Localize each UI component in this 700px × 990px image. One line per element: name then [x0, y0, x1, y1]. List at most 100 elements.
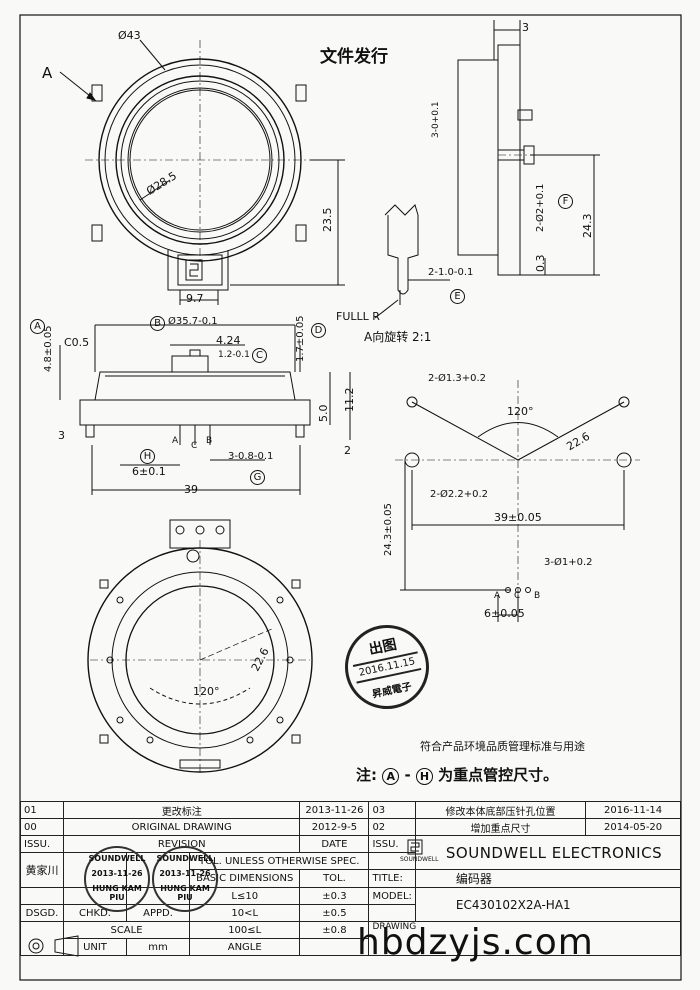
circled-h: H: [140, 449, 155, 464]
dim-39-005: 39±0.05: [494, 511, 542, 524]
unit-label: UNIT: [63, 938, 127, 956]
sig1-date: 2013-11-26: [91, 869, 143, 878]
dim-6-005: 6±0.05: [484, 607, 525, 620]
site-watermark: hbdzyjs.com: [357, 922, 594, 963]
dim-3-08: 3-0.8-0.1: [228, 451, 274, 462]
dim-3-top: 3: [522, 21, 529, 34]
dim-d43: Ø43: [118, 29, 141, 42]
sig2-date: 2013-11-26: [159, 869, 211, 878]
view-a-marker: A: [42, 64, 53, 82]
tol-header: TOL. UNLESS OTHERWISE SPEC.: [188, 852, 370, 870]
rev-02-date: 2014-05-20: [585, 818, 681, 836]
bottom-view: [87, 519, 313, 775]
circled-c: C: [252, 348, 267, 363]
sig1-bottom: HUNG KAM PIU: [92, 884, 142, 902]
dim-23-5: 23.5: [321, 207, 334, 233]
row2-dim: 10<L: [188, 904, 301, 922]
rev-02-desc: 增加重点尺寸: [414, 818, 587, 836]
angle-label: ANGLE: [188, 938, 301, 956]
signature-stamp-2: SOUNDWELL 2013-11-26 HUNG KAM PIU: [152, 846, 218, 912]
circled-d: D: [311, 323, 326, 338]
rev-00-date: 2012-9-5: [299, 818, 370, 836]
dim-2-13: 2-Ø1.3+0.2: [428, 373, 487, 384]
hole-pin-c: C: [514, 591, 521, 601]
scale-label: SCALE: [63, 921, 190, 939]
dim-6-01: 6±0.1: [132, 465, 166, 478]
rev-01-id: 01: [20, 801, 64, 819]
dim-11-2: 11.2: [343, 387, 356, 413]
pin-b: B: [206, 436, 213, 446]
key-note-dash: -: [404, 766, 411, 784]
dim-3-01: 3-0+0.1: [431, 101, 441, 138]
dim-2-02: 2-Ø2+0.1: [535, 183, 546, 233]
title-block: 01 更改标注 2013-11-26 03 修改本体底部压针孔位置 2016-1…: [20, 801, 682, 956]
dim-24-3: 24.3: [581, 213, 594, 239]
key-note-prefix: 注:: [356, 766, 377, 784]
company-name: SOUNDWELL ELECTRONICS: [414, 835, 682, 870]
key-dimension-note: 注: A - H 为重点管控尺寸。: [356, 764, 558, 785]
rev-03-desc: 修改本体底部压针孔位置: [414, 801, 587, 819]
pin-a: A: [172, 436, 179, 446]
dim-3-01h: 3-Ø1+0.2: [544, 557, 593, 568]
logo-text: SOUNDWELL: [400, 856, 439, 863]
sig2-top: SOUNDWELL: [156, 854, 214, 863]
sig1-top: SOUNDWELL: [88, 854, 146, 863]
row1-tol: ±0.3: [299, 887, 370, 905]
dim-0-3: 0.3: [534, 254, 547, 273]
dim-9-7: 9.7: [186, 292, 204, 305]
circled-f: F: [558, 194, 573, 209]
row2-tol: ±0.5: [299, 904, 370, 922]
section-view: [59, 324, 351, 495]
dim-5-0: 5.0: [317, 404, 330, 423]
model-value: EC430102X2A-HA1: [414, 887, 682, 922]
designer-name: 黄家川: [20, 852, 64, 888]
dim-d35-7: Ø35.7-0.1: [168, 316, 218, 327]
issu-header-right: ISSU.: [368, 835, 416, 853]
dim-39: 39: [184, 483, 198, 496]
circled-a: A: [30, 319, 45, 334]
dim-2-22: 2-Ø2.2+0.2: [430, 489, 489, 500]
issu-header-left: ISSU.: [20, 835, 64, 853]
rev-03-id: 03: [368, 801, 416, 819]
circled-b: B: [150, 316, 165, 331]
key-note-from: A: [382, 768, 400, 785]
drawing-label: DRAWING: [368, 921, 681, 956]
key-note-suffix: 为重点管控尺寸。: [438, 766, 559, 784]
rev-01-desc: 更改标注: [62, 801, 301, 819]
pin-detail: [374, 204, 450, 319]
unit-value: mm: [126, 938, 190, 956]
signature-stamp-1: SOUNDWELL 2013-11-26 HUNG KAM PIU: [84, 846, 150, 912]
key-note-to: H: [415, 768, 433, 785]
view-label: A向旋转 2:1: [364, 330, 432, 344]
hole-pin-b: B: [534, 591, 541, 601]
angle-120-b: 120°: [193, 685, 220, 698]
rev-00-id: 00: [20, 818, 64, 836]
rohs-note: 符合产品环境品质管理标准与用途: [420, 740, 585, 753]
dim-3-side: 3: [58, 429, 65, 442]
rev-01-date: 2013-11-26: [299, 801, 370, 819]
dim-4-24: 4.24: [216, 334, 241, 347]
row3-dim: 100≤L: [188, 921, 301, 939]
dim-c0-5: C0.5: [64, 336, 90, 349]
circled-g: G: [250, 470, 265, 485]
date-header: DATE: [299, 835, 370, 853]
title-label: TITLE:: [368, 869, 416, 888]
release-title: 文件发行: [320, 47, 388, 67]
rev-02-id: 02: [368, 818, 416, 836]
dim-2-10: 2-1.0-0.1: [428, 267, 474, 278]
pin-c: C: [191, 441, 198, 451]
dim-2-side: 2: [344, 444, 351, 457]
rev-00-desc: ORIGINAL DRAWING: [62, 818, 301, 836]
circled-e: E: [450, 289, 465, 304]
dim-1-7: 1.7±0.05: [295, 315, 306, 362]
hole-pattern: [395, 380, 640, 622]
dim-4-8: 4.8±0.05: [43, 325, 54, 372]
circled-f-label: F: [558, 194, 573, 209]
hole-pin-a: A: [494, 591, 501, 601]
title-value: 编码器: [414, 869, 682, 888]
dim-1-2: 1.2-0.1: [218, 350, 250, 360]
rev-03-date: 2016-11-14: [585, 801, 681, 819]
dim-24-3-005: 24.3±0.05: [383, 503, 394, 556]
